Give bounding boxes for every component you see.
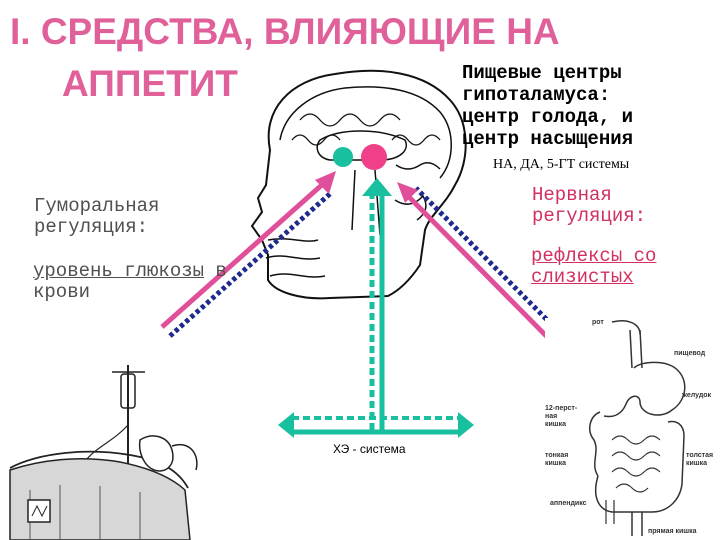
nervous-line-2: регуляция: (532, 205, 647, 227)
organ-label-small-intestine-2: кишка (545, 460, 567, 467)
title-line-1: I. СРЕДСТВА, ВЛИЯЮЩИЕ НА (10, 11, 560, 52)
humoral-line-2: регуляция: (34, 216, 149, 238)
organ-label-rectum: прямая кишка (648, 528, 697, 535)
hunger-center-dot (333, 147, 353, 167)
organ-label-mouth: рот (592, 319, 604, 326)
patient-on-drip-icon (0, 355, 200, 540)
centers-line-2: гипоталамуса: (462, 84, 611, 106)
centers-line-1: Пищевые центры (462, 62, 622, 84)
organ-label-stomach: желудок (682, 392, 712, 399)
satiety-center-dot (361, 144, 387, 170)
centers-line-4: центр насыщения (462, 128, 634, 150)
neurotransmitter-systems-note: НА, ДА, 5-ГТ системы (493, 157, 630, 172)
digestive-system-icon (545, 318, 720, 540)
humoral-arrow (160, 171, 336, 338)
glucose-level-text: уровень глюкозы в крови (33, 261, 233, 303)
organ-label-small-intestine-1: тонкая (545, 452, 569, 459)
xe-system-label: ХЭ - система (333, 442, 406, 456)
organ-label-duodenum-3: кишка (545, 421, 567, 428)
slide-title: I. СРЕДСТВА, ВЛИЯЮЩИЕ НА АППЕТИТ (10, 6, 560, 110)
title-line-2: АППЕТИТ (62, 63, 238, 104)
xe-system-arrow (278, 178, 474, 438)
humoral-line-1: Гуморальная (34, 195, 160, 217)
glucose-underlined: уровень глюкозы (33, 260, 205, 282)
organ-label-large-intestine-1: толстая (686, 452, 714, 459)
mucosa-reflexes-text: рефлексы со слизистых (531, 245, 657, 288)
nervous-line-1: Нервная (532, 184, 612, 206)
organ-label-appendix: аппендикс (550, 500, 587, 507)
humoral-regulation-heading: Гуморальная регуляция: (34, 196, 234, 238)
glucose-rest: в крови (33, 260, 227, 303)
nervous-regulation-heading: Нервная регуляция: (532, 185, 717, 227)
organ-label-esophagus: пищевод (674, 350, 706, 357)
hypothalamus-centers-text: Пищевые центры гипоталамуса: центр голод… (462, 62, 712, 150)
organ-label-duodenum-1: 12-перст- (545, 405, 578, 412)
organ-label-duodenum-2: ная (545, 413, 558, 420)
centers-line-3: центр голода, и (462, 106, 634, 128)
organ-label-large-intestine-2: кишка (686, 460, 708, 467)
